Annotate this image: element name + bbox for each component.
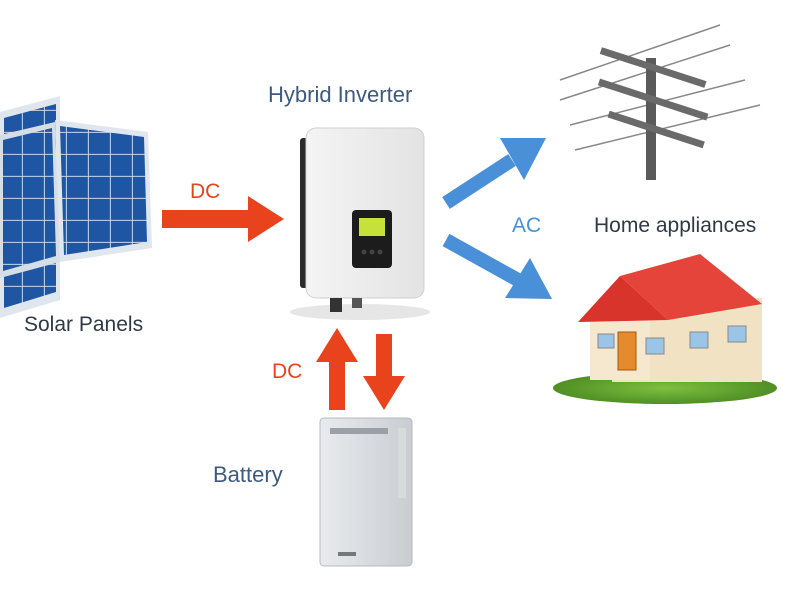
home-appliances-label: Home appliances (594, 214, 757, 237)
ac-arrow-up (442, 138, 546, 209)
dc-label-battery: DC (272, 360, 303, 383)
battery-label: Battery (213, 462, 283, 487)
battery-icon (319, 417, 413, 567)
ac-label: AC (512, 214, 542, 237)
dc-arrow-up-battery (316, 328, 358, 410)
ac-arrow-down (442, 233, 552, 299)
solar-panels-label: Solar Panels (24, 313, 144, 336)
dc-label-solar: DC (190, 180, 221, 203)
inverter-icon (290, 127, 430, 320)
inverter-label: Hybrid Inverter (268, 82, 413, 107)
utility-pole-icon (559, 24, 761, 180)
dc-arrow-down-battery (363, 334, 405, 410)
dc-arrow-solar (162, 196, 284, 242)
house-icon (553, 254, 777, 404)
solar-panel-icon (0, 96, 152, 318)
